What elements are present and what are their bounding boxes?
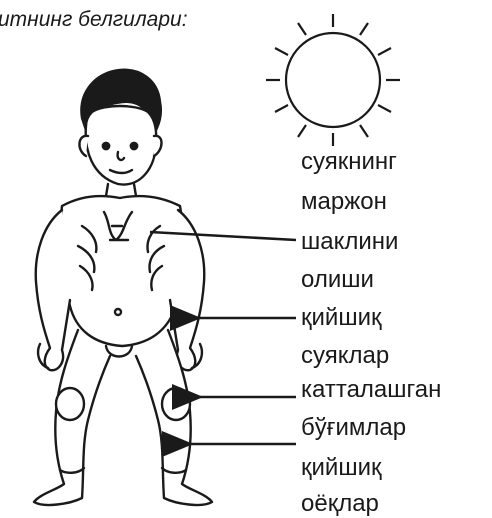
label-legs: оёқлар [301, 490, 379, 518]
label-crooked-2: қийшиқ [301, 454, 381, 482]
neck [106, 184, 136, 196]
label-rosary: маржон [301, 188, 387, 216]
ear-left [79, 136, 88, 156]
label-bone: суякнинг [301, 148, 397, 176]
label-bones: суяклар [301, 342, 389, 370]
label-taking: олиши [301, 266, 374, 294]
knee-left [56, 388, 84, 420]
sun-icon [266, 14, 400, 146]
knee-right [162, 388, 190, 420]
torso [60, 196, 184, 346]
label-joints: бўғимлар [301, 414, 406, 442]
ear-right [154, 136, 162, 156]
eye-left [103, 143, 109, 149]
child-figure [34, 70, 212, 505]
label-enlarged: катталашган [301, 376, 441, 404]
label-shape: шаклини [301, 228, 398, 256]
eye-right [131, 143, 137, 149]
label-crooked-1: қийшиқ [301, 304, 381, 332]
